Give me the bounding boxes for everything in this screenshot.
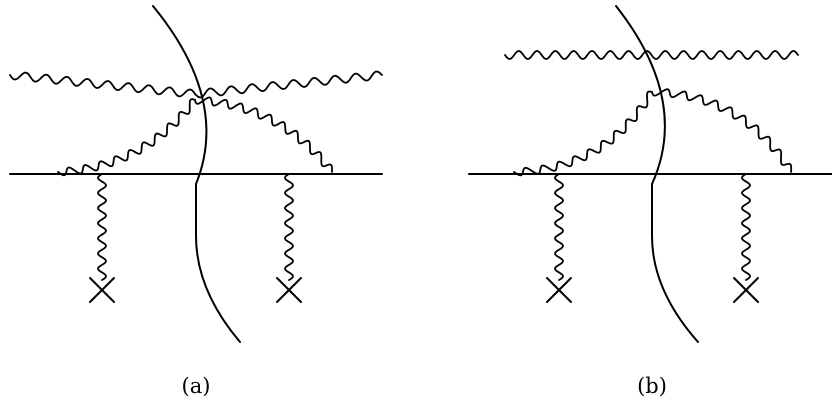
diagram-b: (b) <box>468 5 832 398</box>
photon-a-2 <box>194 70 383 99</box>
photon-a-1 <box>9 71 196 98</box>
photon-b-2 <box>651 88 793 173</box>
cut-line-b <box>615 5 699 343</box>
cross-b-right <box>733 277 759 303</box>
caption-a: (a) <box>182 374 211 398</box>
photon-b-ext-left <box>554 173 564 281</box>
photon-a-ext-right <box>284 173 294 281</box>
caption-b: (b) <box>637 374 667 398</box>
photon-a-ext-left <box>97 173 107 281</box>
cut-line-a <box>152 5 241 343</box>
photon-a-4 <box>194 96 333 173</box>
cross-b-left <box>546 277 572 303</box>
cross-a-right <box>276 277 302 303</box>
photon-b-ext-right <box>741 173 751 281</box>
photon-a-3 <box>57 98 196 177</box>
photon-b-top <box>504 50 799 60</box>
diagram-a: (a) <box>9 5 383 398</box>
cross-a-left <box>89 277 115 303</box>
photon-b-1 <box>513 90 653 177</box>
